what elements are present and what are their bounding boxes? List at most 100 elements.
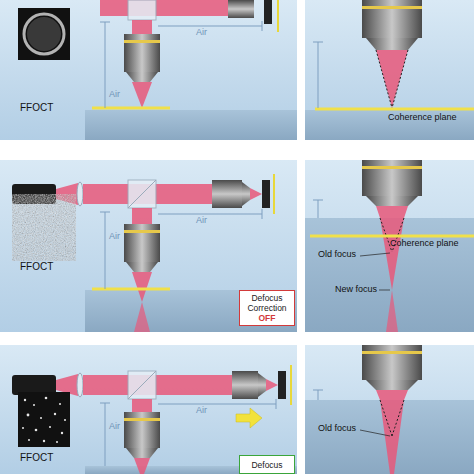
panel [0,160,297,332]
leader-line [360,253,390,256]
focus-cone [134,458,150,474]
figure-label: Air [196,406,207,416]
focus-cone [376,390,408,474]
ffoct-image-cell [27,17,61,51]
speckle [22,427,24,429]
objective-band [124,230,160,233]
figure-label: New focus [335,285,377,295]
box-text: Defocus [251,460,282,470]
dimension-line [105,403,106,466]
objective-lens [362,345,422,380]
focus-outline [380,400,392,436]
ffoct-speckles [22,397,66,443]
shift-arrow [236,408,262,428]
leader-line [379,290,390,291]
objective-lens [124,412,160,448]
objective-tip [366,380,418,390]
light-beam [132,208,152,224]
dimension-line [318,200,319,218]
panel [305,0,474,140]
reference-objective-tip [242,182,250,206]
dimension-line [158,404,276,405]
objective-tip [126,72,158,82]
speckle [35,429,38,432]
objective-lens [362,0,422,38]
dimension-tick [100,22,110,23]
panel [0,345,297,474]
figure-label: Air [109,90,120,100]
reference-mirror [264,0,272,24]
dimension-tick [313,200,323,201]
coherence-line [92,288,170,291]
figure-label: Air [109,232,120,242]
speckle [27,414,30,417]
speckle [24,399,26,401]
reference-plane [277,0,279,32]
objective-band [124,40,160,43]
correction-box: Defocus CorrectionOFF [239,290,295,326]
figure-label: Old focus [318,424,356,434]
speckle [33,404,35,406]
dimension-line [105,22,106,108]
focus-outline [392,50,408,108]
light-beam [132,399,152,412]
box-text: OFF [259,313,276,323]
box-text: Defocus Correction [240,293,294,313]
sample [305,110,474,140]
dimension-tick [262,209,263,219]
reference-objective [228,0,254,18]
objective-tip [126,448,158,458]
light-beam [132,20,152,34]
light-beam [100,0,228,16]
objective-tip [126,262,158,272]
dimension-line [158,26,262,27]
figure-label: FFOCT [20,261,53,272]
focus-cone [134,302,150,332]
coherence-line [92,107,170,110]
ffoct-image [18,200,70,255]
beam-splitter [128,371,156,399]
objective-lens [124,34,160,72]
beam-splitter [128,0,156,20]
speckle [28,439,30,441]
panel [305,160,474,332]
speckle [43,440,45,442]
focus-cone [132,272,152,302]
dimension-tick [313,42,323,43]
focus-cone [386,290,398,332]
focus-outline [376,50,392,108]
panel [305,345,474,474]
speckle [61,432,63,434]
figure-label: FFOCT [20,452,53,463]
dimension-tick [100,403,110,404]
objective-band [362,166,422,169]
speckle [40,417,42,419]
speckle [56,441,58,443]
sample [85,290,297,332]
reference-mirror [278,371,286,399]
dimension-line [318,42,319,108]
lens [77,182,83,206]
dimension-line [318,390,319,400]
figure-label: Air [109,422,120,432]
light-beam [83,375,232,395]
reference-plane [273,174,275,214]
beam-splitter [128,180,156,208]
lens [77,373,83,397]
reference-objective-tip [258,373,266,397]
reference-plane [290,365,292,405]
figure-label: Air [196,28,207,38]
beam-splitter-face [128,180,156,208]
objective-band [362,6,422,9]
focus-cone [250,188,262,200]
objective-lens [124,224,160,262]
coherence-line [315,108,474,111]
coherence-line [310,235,474,238]
speckle [49,426,51,428]
ffoct-image-cell [24,14,64,54]
dimension-line [158,214,262,215]
leader-line [360,430,390,436]
focus-cone [132,82,152,108]
beam-splitter-face [128,371,156,399]
